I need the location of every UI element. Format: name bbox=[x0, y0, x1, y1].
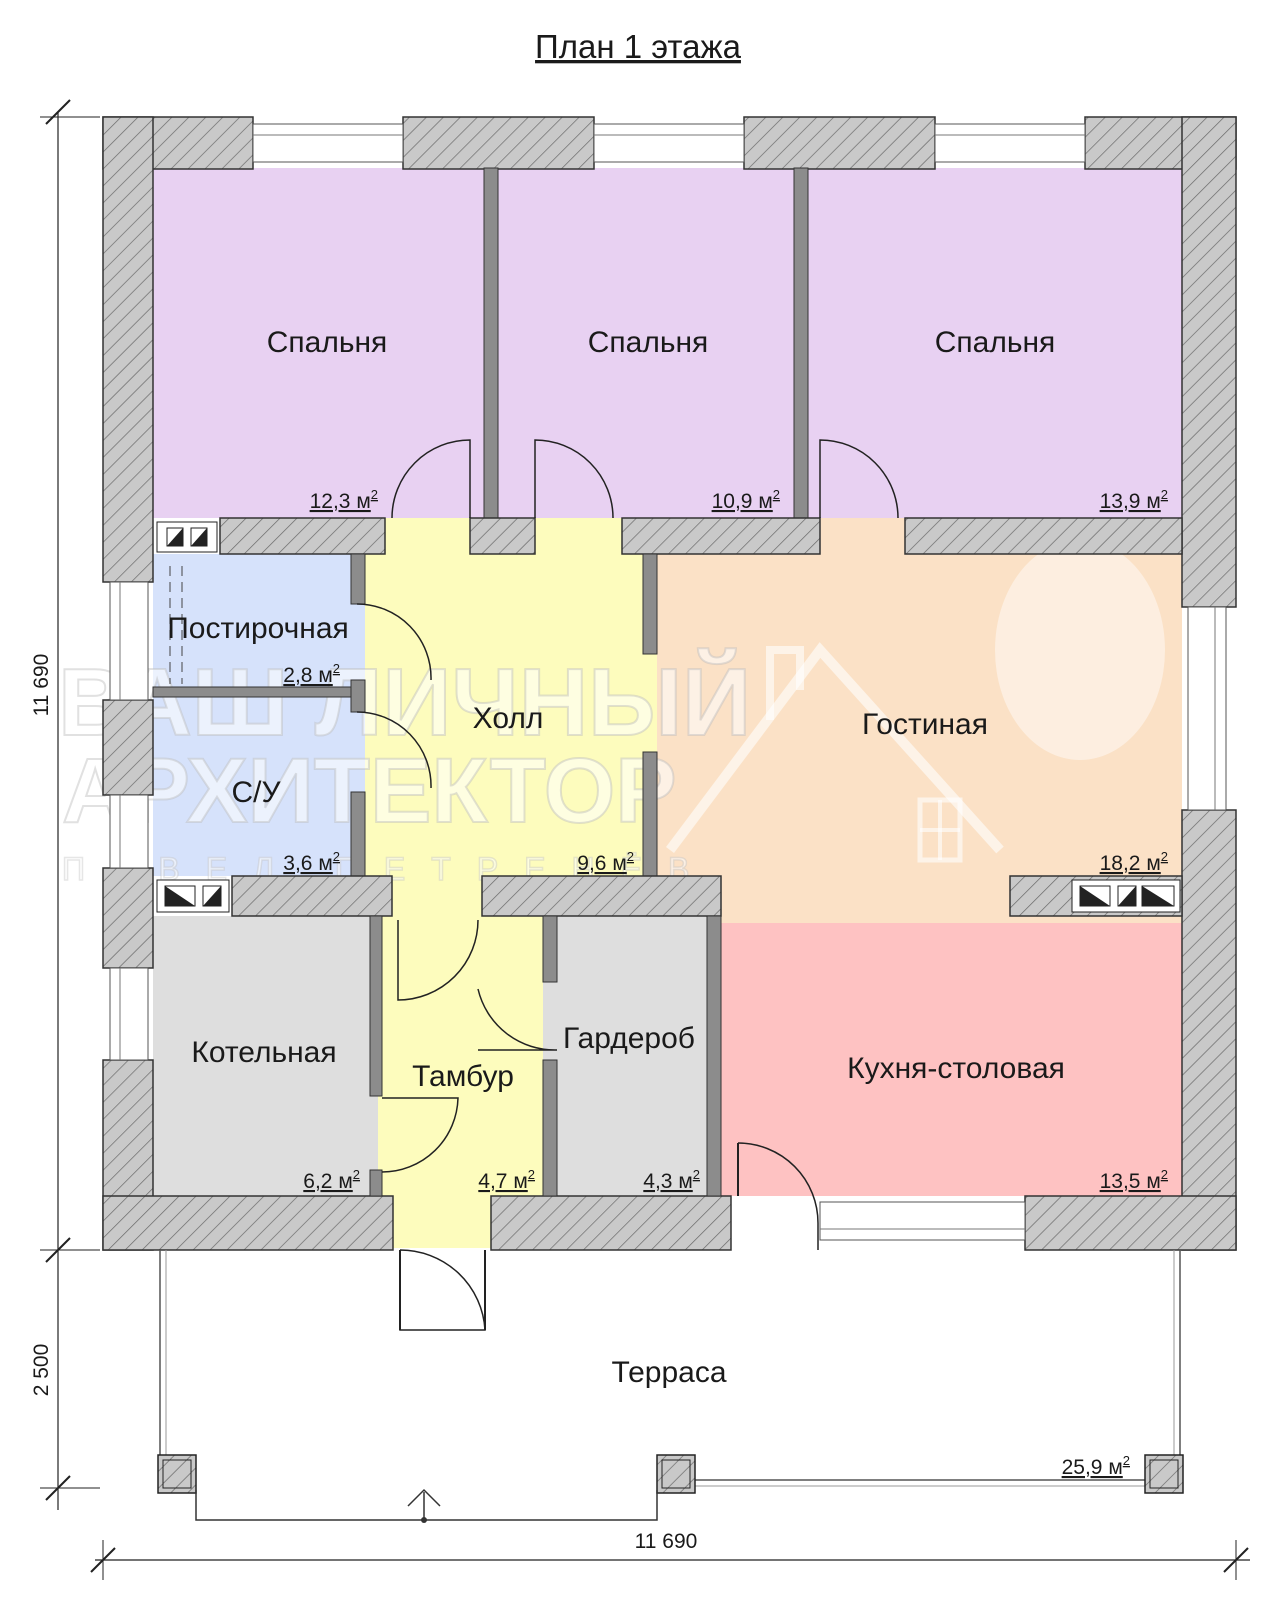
room-area-bedroom-1: 12,3 м2 bbox=[310, 487, 378, 513]
exterior-walls bbox=[102, 116, 1237, 1251]
room-area-terrace: 25,9 м2 bbox=[1062, 1453, 1130, 1479]
bedroom-3-fill bbox=[800, 168, 1182, 518]
room-area-vestibule: 4,7 м2 bbox=[478, 1167, 535, 1193]
room-name-laundry: Постирочная bbox=[167, 612, 349, 645]
bedroom-1-fill bbox=[153, 168, 490, 518]
room-name-kitchen: Кухня-столовая bbox=[847, 1052, 1065, 1085]
room-name-wc: С/У bbox=[231, 776, 281, 809]
hall-fill bbox=[365, 518, 657, 876]
windows bbox=[109, 123, 1227, 1241]
boiler-fill bbox=[153, 916, 378, 1196]
room-name-bedroom-2: Спальня bbox=[588, 326, 709, 359]
kitchen-fill bbox=[721, 923, 1182, 1196]
room-name-bedroom-1: Спальня bbox=[267, 326, 388, 359]
wardrobe-fill bbox=[543, 916, 721, 1196]
dim-house-depth: 11 690 bbox=[30, 654, 53, 717]
room-area-laundry: 2,8 м2 bbox=[283, 661, 340, 687]
dimension-lines bbox=[40, 99, 1250, 1580]
room-area-wc: 3,6 м2 bbox=[283, 849, 340, 875]
room-name-living: Гостиная bbox=[862, 708, 988, 741]
room-name-vestibule: Тамбур bbox=[412, 1060, 514, 1093]
terrace bbox=[157, 1250, 1184, 1523]
room-area-living: 18,2 м2 bbox=[1100, 849, 1168, 875]
room-area-kitchen: 13,5 м2 bbox=[1100, 1167, 1168, 1193]
wc-fill bbox=[153, 692, 365, 876]
room-name-boiler: Котельная bbox=[191, 1036, 336, 1069]
laundry-fill bbox=[153, 554, 365, 692]
dim-terrace-depth: 2 500 bbox=[30, 1344, 53, 1397]
dim-width: 11 690 bbox=[635, 1530, 698, 1553]
svg-text:ВАШ ЛИЧНЫЙ: ВАШ ЛИЧНЫЙ bbox=[58, 647, 751, 756]
bedroom-2-fill bbox=[490, 168, 800, 518]
vestibule-fill bbox=[378, 876, 543, 1248]
room-area-bedroom-2: 10,9 м2 bbox=[712, 487, 780, 513]
room-name-wardrobe: Гардероб bbox=[563, 1022, 695, 1055]
room-area-bedroom-3: 13,9 м2 bbox=[1100, 487, 1168, 513]
doors bbox=[356, 439, 899, 1331]
room-area-boiler: 6,2 м2 bbox=[303, 1167, 360, 1193]
plan-title: План 1 этажа bbox=[535, 28, 742, 65]
room-name-hall: Холл bbox=[473, 702, 544, 735]
room-area-wardrobe: 4,3 м2 bbox=[643, 1167, 700, 1193]
room-name-terrace: Терраса bbox=[611, 1356, 726, 1389]
room-name-bedroom-3: Спальня bbox=[935, 326, 1056, 359]
room-area-hall: 9,6 м2 bbox=[577, 849, 634, 875]
vent-ducts bbox=[156, 521, 1181, 913]
svg-text:АРХИТЕКТОР: АРХИТЕКТОР bbox=[62, 740, 677, 842]
